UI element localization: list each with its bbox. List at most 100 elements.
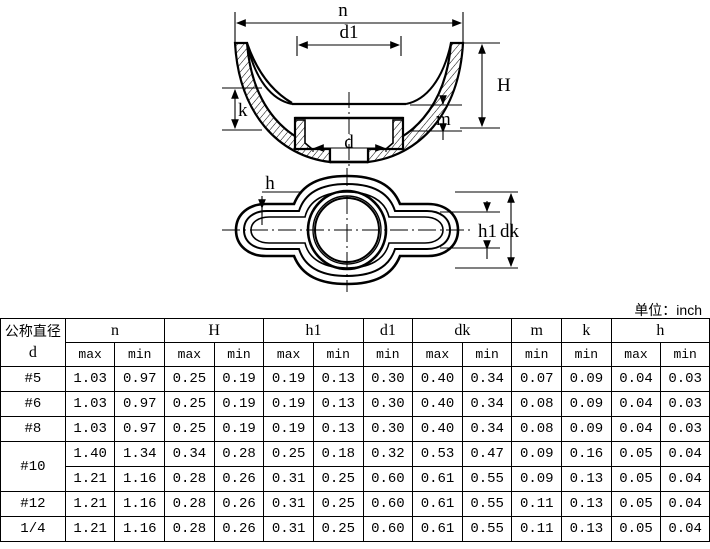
cell-value: 0.05 [610,516,662,542]
dimension-h1 [440,201,500,259]
header-group-k: k [561,318,612,343]
header-group-h: h [610,318,710,343]
cell-value: 0.26 [213,516,265,542]
dim-label-d1: d1 [340,22,359,43]
cell-value: 0.25 [263,441,314,467]
cell-value: 0.53 [412,441,463,467]
cell-value: 1.03 [64,366,116,392]
cell-value: 0.11 [511,516,563,542]
dim-label-m: m [436,109,451,130]
dim-label-H: H [497,75,511,96]
technical-drawing: n d1 H k m [222,0,520,292]
cell-nominal-size: #10 [0,441,66,492]
dimension-d [312,144,387,152]
cell-value: 0.09 [561,391,612,417]
cell-nominal-size: #12 [0,491,66,517]
dimension-dk [455,191,518,269]
cell-value: 0.34 [461,366,513,392]
cell-value: 0.13 [312,391,364,417]
cell-value: 0.25 [312,491,364,517]
header-group-dk: dk [412,318,513,343]
cell-value: 0.19 [263,416,314,442]
cell-value: 0.31 [263,466,314,492]
table-header-sub-row: max min max min max min min max min min … [1,342,710,367]
header-sub-n-max: max [64,342,116,367]
dim-label-k: k [238,100,248,121]
cell-value: 0.60 [362,491,414,517]
cell-value: 1.16 [114,466,166,492]
cell-value: 0.05 [610,491,662,517]
cell-value: 0.25 [164,391,215,417]
dim-label-n: n [338,0,348,21]
cell-value: 1.21 [64,491,116,517]
dim-label-d: d [344,132,354,153]
cell-value: 0.09 [511,466,563,492]
cell-value: 0.28 [164,466,215,492]
cell-value: 1.21 [64,516,116,542]
cell-nominal-size: #6 [0,391,66,417]
header-sub-h1-max: max [263,342,314,367]
header-group-d1: d1 [362,318,414,343]
plan-view [222,168,472,292]
cell-value: 0.13 [561,491,612,517]
dimension-table-container: 公称直径 d n H h1 d1 dk m k h max min max mi… [0,318,710,542]
cell-value: 0.11 [511,491,563,517]
cell-value: 1.16 [114,491,166,517]
cell-value: 0.04 [660,441,710,467]
header-sub-h1-min: min [312,342,364,367]
table-header-group-row: 公称直径 d n H h1 d1 dk m k h [0,318,710,367]
cell-value: 0.18 [312,441,364,467]
cell-value: 0.97 [114,366,166,392]
header-nominal-diameter: 公称直径 d [0,318,66,367]
cell-value: 0.26 [213,491,265,517]
header-group-m: m [511,318,563,343]
header-sub-H-max: max [164,342,215,367]
cell-value: 0.55 [461,466,513,492]
cell-value: 0.03 [660,366,710,392]
cell-value: 0.04 [660,491,710,517]
cell-value: 0.25 [312,516,364,542]
cell-value: 1.34 [114,441,166,467]
cell-value: 0.30 [362,366,414,392]
dimension-m [410,95,462,140]
cell-value: 0.30 [362,416,414,442]
header-sub-d1-min: min [362,342,414,367]
cell-value: 0.40 [412,416,463,442]
header-nominal-diameter-line2: d [28,344,37,362]
cell-value: 0.13 [312,416,364,442]
header-group-n: n [64,318,166,343]
cell-value: 0.05 [610,441,662,467]
cell-value: 0.25 [164,366,215,392]
cell-value: 1.40 [64,441,116,467]
dimension-table: 公称直径 d n H h1 d1 dk m k h max min max mi… [0,318,710,542]
cell-value: 0.09 [561,416,612,442]
cell-value: 0.34 [461,416,513,442]
cell-value: 0.40 [412,366,463,392]
cell-value: 0.04 [610,366,662,392]
cell-value: 0.55 [461,491,513,517]
cell-value: 0.09 [561,366,612,392]
cell-value: 0.30 [362,391,414,417]
cell-value: 0.25 [312,466,364,492]
cell-value: 0.40 [412,391,463,417]
cell-value: 0.28 [164,516,215,542]
cell-value: 0.61 [412,516,463,542]
cell-value: 1.03 [64,391,116,417]
header-group-h1: h1 [263,318,364,343]
cell-value: 0.61 [412,491,463,517]
cell-value: 0.47 [461,441,513,467]
cell-value: 0.97 [114,416,166,442]
cell-value: 1.03 [64,416,116,442]
cell-value: 0.03 [660,416,710,442]
cell-nominal-size: #5 [0,366,66,392]
cell-value: 0.13 [561,466,612,492]
cell-value: 0.25 [164,416,215,442]
cell-value: 0.05 [610,466,662,492]
cell-value: 0.26 [213,466,265,492]
